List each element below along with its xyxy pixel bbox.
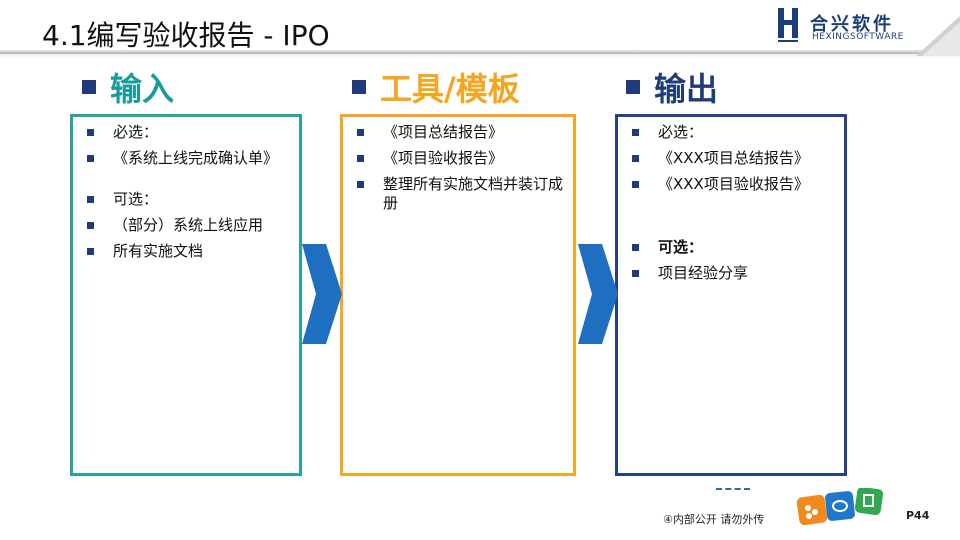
footer-dash-decoration bbox=[716, 488, 750, 492]
list-item: 《XXX项目总结报告》 bbox=[630, 149, 836, 168]
bullet-icon bbox=[87, 248, 94, 255]
page-title: 4.1编写验收报告 - IPO bbox=[42, 19, 330, 52]
flow-arrow-icon bbox=[302, 244, 342, 344]
heading-output: 输出 bbox=[626, 64, 718, 110]
list-item: 《系统上线完成确认单》 bbox=[85, 149, 291, 168]
bullet-icon bbox=[357, 129, 364, 136]
heading-tools: 工具/模板 bbox=[352, 64, 520, 110]
bullet-icon bbox=[357, 181, 364, 188]
bullet-icon bbox=[357, 155, 364, 162]
logo-text-cn: 合兴软件 bbox=[810, 14, 894, 35]
heading-output-text: 输出 bbox=[654, 70, 719, 108]
tools-box: 《项目总结报告》 《项目验收报告》 整理所有实施文档并装订成册 bbox=[340, 114, 576, 476]
flow-arrow-icon bbox=[578, 244, 618, 344]
list-item: 《XXX项目验收报告》 bbox=[630, 175, 836, 194]
bullet-icon bbox=[87, 196, 94, 203]
page-number: P44 bbox=[906, 509, 930, 522]
list-item: 可选： bbox=[85, 190, 291, 209]
list-item: 《项目验收报告》 bbox=[355, 149, 565, 168]
title-divider bbox=[0, 52, 920, 54]
bullet-icon bbox=[632, 244, 639, 251]
heading-tools-text: 工具/模板 bbox=[380, 70, 520, 108]
bullet-icon bbox=[87, 155, 94, 162]
footer-note: ④内部公开 请勿外传 bbox=[663, 513, 765, 526]
list-item: 必选： bbox=[85, 123, 291, 142]
title-band bbox=[0, 50, 960, 58]
list-item: 必选： bbox=[630, 123, 836, 142]
bullet-icon bbox=[632, 270, 639, 277]
list-item: （部分）系统上线应用 bbox=[85, 216, 291, 235]
list-item: 《项目总结报告》 bbox=[355, 123, 565, 142]
heading-bullet-icon bbox=[82, 80, 96, 94]
heading-bullet-icon bbox=[352, 80, 366, 94]
corner-swoosh-icon bbox=[916, 16, 960, 56]
input-box: 必选： 《系统上线完成确认单》 可选： （部分）系统上线应用 所有实施文档 bbox=[70, 114, 302, 476]
list-item: 可选： bbox=[630, 238, 836, 257]
logo-h-mark-icon bbox=[778, 8, 798, 42]
output-box: 必选： 《XXX项目总结报告》 《XXX项目验收报告》 可选： 项目经验分享 bbox=[615, 114, 847, 476]
logo-text-en: HEXINGSOFTWARE bbox=[812, 32, 904, 42]
decorative-cubes-icon bbox=[796, 488, 884, 526]
bullet-icon bbox=[632, 129, 639, 136]
heading-input-text: 输入 bbox=[110, 70, 175, 108]
bullet-icon bbox=[87, 129, 94, 136]
heading-bullet-icon bbox=[626, 80, 640, 94]
bullet-icon bbox=[632, 181, 639, 188]
list-item: 所有实施文档 bbox=[85, 242, 291, 261]
heading-input: 输入 bbox=[82, 64, 174, 110]
list-item: 项目经验分享 bbox=[630, 264, 836, 283]
list-item: 整理所有实施文档并装订成册 bbox=[355, 175, 565, 213]
bullet-icon bbox=[87, 222, 94, 229]
company-logo: 合兴软件 HEXINGSOFTWARE bbox=[776, 6, 960, 56]
bullet-icon bbox=[632, 155, 639, 162]
